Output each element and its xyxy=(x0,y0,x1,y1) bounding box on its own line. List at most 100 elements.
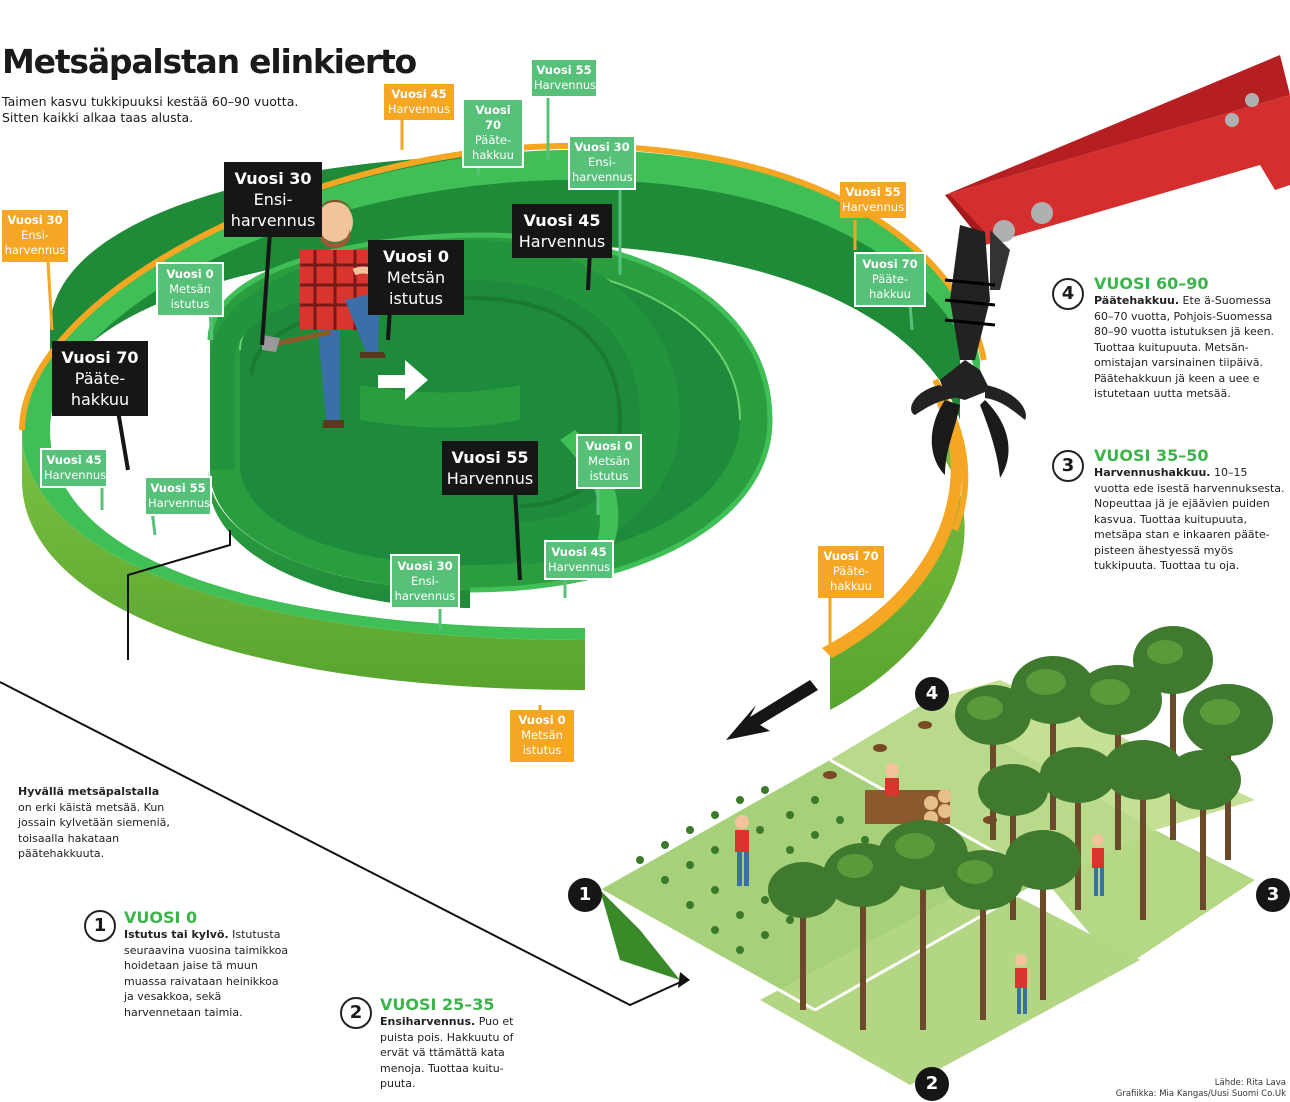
subtitle-line: Taimen kasvu tukkipuuksi kestää 60–90 vu… xyxy=(2,94,299,109)
step-line: puuta. xyxy=(380,1077,416,1090)
label-text: harvennus xyxy=(394,589,456,603)
step-line: vuotta ede isestä harvennuksesta. xyxy=(1094,481,1285,495)
label-v55-big: Vuosi 55 Harvennus xyxy=(442,441,538,495)
label-year: Vuosi 70 xyxy=(862,257,918,271)
label-year: Vuosi 0 xyxy=(383,247,449,266)
step-line: seuraavina vuosina taimikkoa xyxy=(124,943,289,957)
label-text: hakkuu xyxy=(830,579,872,593)
step-bold: Ensiharvennus. xyxy=(380,1015,476,1028)
step-bold: Istutus tai kylvö. xyxy=(124,928,229,941)
note-line: päätehakkuuta. xyxy=(18,847,105,860)
step-first-line: Ete ä-Suomessa xyxy=(1179,294,1272,307)
step-number-1: 1 xyxy=(84,910,116,942)
label-text: Harvennus xyxy=(148,496,211,510)
step-line: puista pois. Hakkuutu of xyxy=(380,1030,514,1044)
label-text: Pääte- xyxy=(474,133,512,147)
label-text: Metsän xyxy=(386,268,446,287)
label-pointers xyxy=(46,92,914,712)
label-text: Pääte- xyxy=(832,564,870,578)
harvester-crane xyxy=(911,55,1290,478)
palsta-note: Hyvällä metsäpalstalla on erki käistä me… xyxy=(18,784,188,862)
step-heading: VUOSI 60–90 xyxy=(1094,274,1209,293)
label-year: Vuosi 55 xyxy=(845,185,901,199)
note-line: jossain kylvetään siemeniä, xyxy=(18,816,170,829)
label-text: istutus xyxy=(389,289,443,308)
page-subtitle: Taimen kasvu tukkipuuksi kestää 60–90 vu… xyxy=(2,94,332,126)
label-v0-big: Vuosi 0 Metsän istutus xyxy=(368,240,464,315)
step-line: istutetaan uutta metsää. xyxy=(1094,387,1231,400)
step-number-2: 2 xyxy=(340,997,372,1029)
step-number-4: 4 xyxy=(1052,278,1084,310)
source-credit: Lähde: Rita Lava Grafiikka: Mia Kangas/U… xyxy=(1116,1078,1286,1100)
label-text: Harvennus xyxy=(446,469,534,488)
step-line: tukkipuuta. Tuottaa tu oja. xyxy=(1094,559,1240,572)
step-line: 80–90 vuotta istutuksen jä keen. xyxy=(1094,325,1275,338)
forest-arrow xyxy=(726,680,818,740)
label-year: Vuosi 0 xyxy=(518,713,566,727)
label-year: Vuosi 70 xyxy=(61,348,139,367)
label-year: Vuosi 30 xyxy=(574,140,630,154)
label-year: Vuosi 0 xyxy=(585,439,633,453)
step-first-line: Puo et xyxy=(475,1015,514,1028)
label-year: Vuosi 45 xyxy=(523,211,601,230)
step-bold: Päätehakkuu. xyxy=(1094,294,1180,307)
label-text: Metsän xyxy=(169,282,211,296)
step-line: ja vesakkoa, sekä xyxy=(124,990,222,1003)
step-first-line: 10–15 xyxy=(1210,466,1248,479)
plot-number-3: 3 xyxy=(1256,878,1290,912)
label-text: Metsän xyxy=(521,728,563,742)
spiral-direction-arrow xyxy=(378,360,428,400)
label-text: Ensi- xyxy=(21,228,49,242)
label-year: Vuosi 45 xyxy=(46,453,102,467)
label-year: Vuosi 55 xyxy=(451,448,529,467)
step-line: pisteen ähestyessä myös xyxy=(1094,543,1234,557)
label-text: harvennus xyxy=(4,243,66,257)
step-line: ervät vä ttämättä kata xyxy=(380,1046,505,1059)
step-line: harvennetaan taimia. xyxy=(124,1005,243,1019)
label-year: Vuosi 45 xyxy=(391,87,447,101)
label-year: Vuosi 55 xyxy=(150,481,206,495)
label-year: Vuosi 70 xyxy=(823,549,879,563)
page-title: Metsäpalstan elinkierto xyxy=(2,42,417,81)
label-text: Pääte- xyxy=(871,272,909,286)
step-line: Nopeuttaa jä je ejäävien puiden xyxy=(1094,497,1270,510)
label-text: Metsän xyxy=(588,454,630,468)
label-year: Vuosi 30 xyxy=(234,169,312,188)
note-line: toisaalla hakataan xyxy=(18,831,120,845)
label-text: Ensi- xyxy=(253,190,293,209)
label-year: Vuosi 30 xyxy=(397,559,453,573)
source-line: Grafiikka: Mia Kangas/Uusi Suomi Co.Uk xyxy=(1115,1089,1286,1099)
label-text: istutus xyxy=(170,297,210,311)
log-pile xyxy=(865,789,952,825)
label-text: istutus xyxy=(589,469,629,483)
label-year: Vuosi 30 xyxy=(7,213,63,227)
step-line: hoidetaan jaise tä muun xyxy=(124,959,258,972)
label-text: Pääte- xyxy=(74,369,126,388)
step-line: metsäpa stan e inkaaren pääte- xyxy=(1094,528,1270,541)
subtitle-line: Sitten kaikki alkaa taas alusta. xyxy=(2,110,194,125)
step-first-line: Istutusta xyxy=(228,928,281,941)
label-text: hakkuu xyxy=(472,148,514,162)
step-line: omistajan varsinainen tiipäivä. xyxy=(1094,356,1264,369)
plot-number-1: 1 xyxy=(568,878,602,912)
step-line: Tuottaa kuitupuuta. Metsän- xyxy=(1094,340,1249,354)
note-title: Hyvällä metsäpalstalla xyxy=(18,785,160,798)
label-text: Harvennus xyxy=(842,200,905,214)
